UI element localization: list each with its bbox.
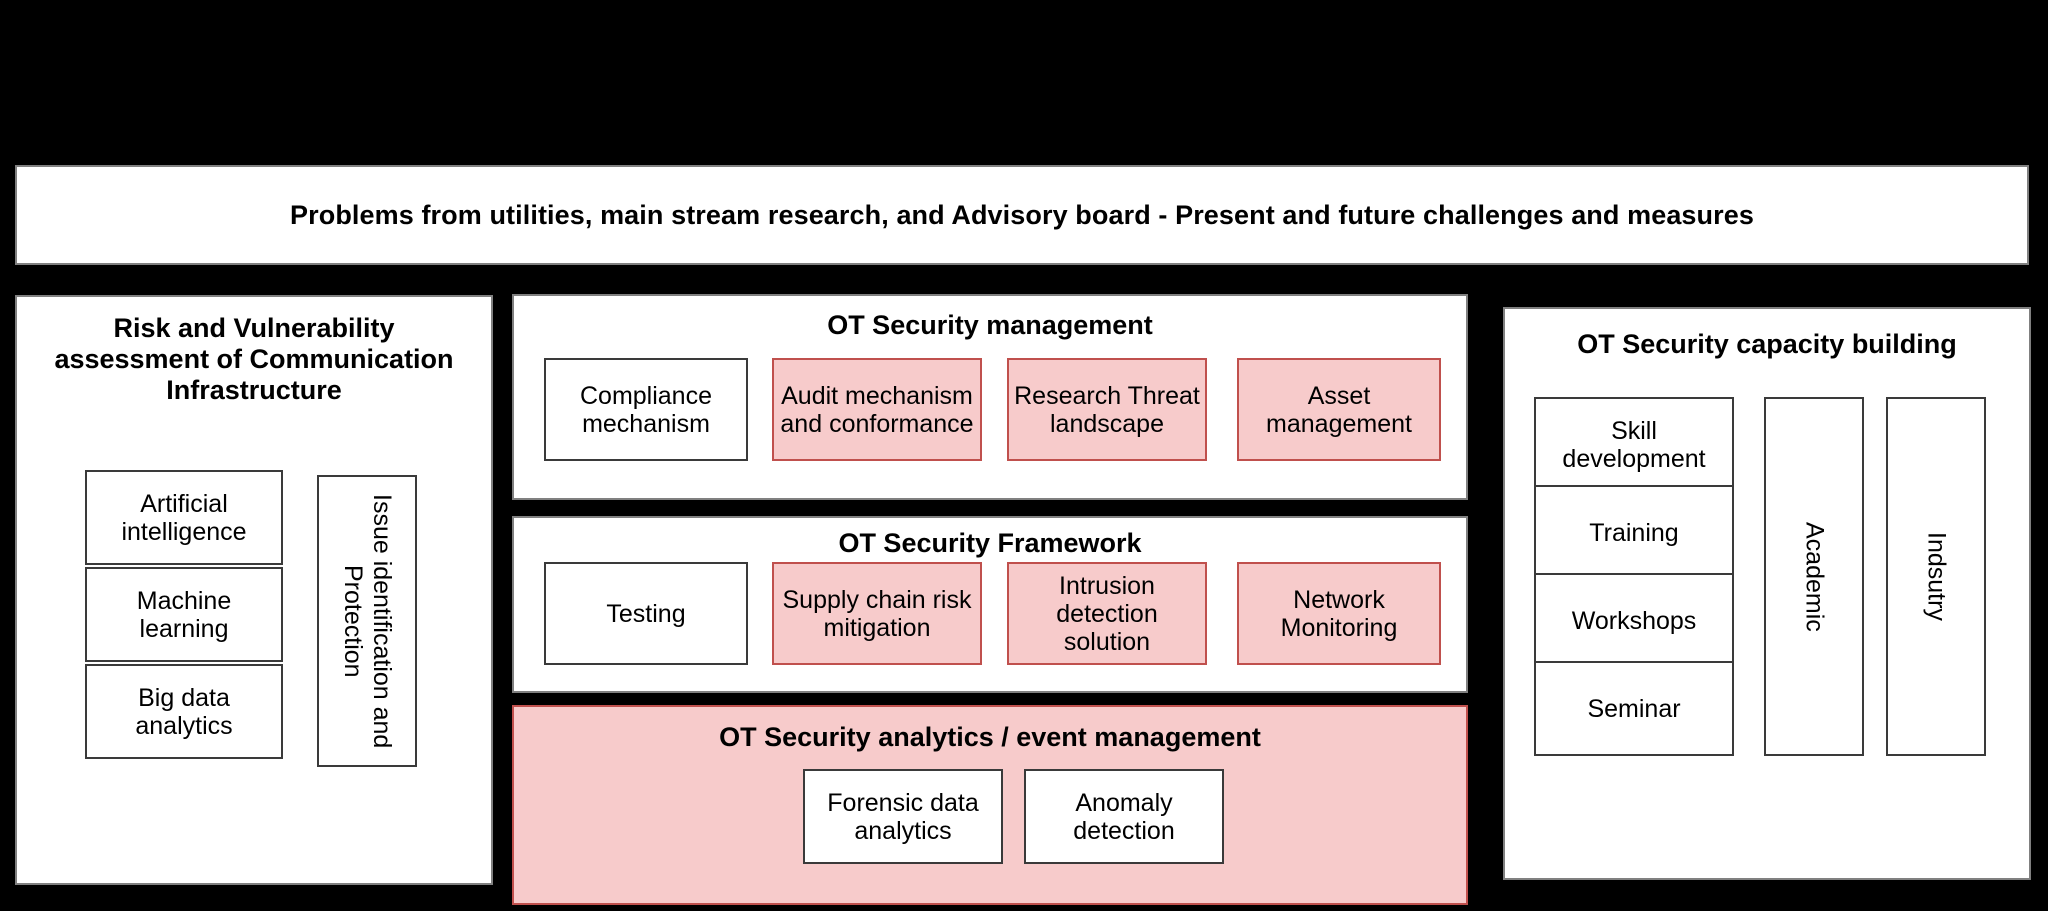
node-issue-identification-and-protection[interactable]: Issue identification and Protection [317, 475, 417, 767]
vertical-text-wrapper: Issue identification and Protection [319, 477, 415, 765]
node-academic[interactable]: Academic [1764, 397, 1864, 756]
node-workshops[interactable]: Workshops [1534, 573, 1734, 668]
node-label: Indsutry [1922, 532, 1951, 621]
header-banner-text: Problems from utilities, main stream res… [290, 199, 1754, 230]
node-artificial-intelligence[interactable]: Artificial intelligence [85, 470, 283, 565]
panel-ot-security-framework: OT Security Framework Testing Supply cha… [512, 516, 1468, 693]
node-label: Training [1589, 518, 1679, 547]
panel-ot-security-framework-title: OT Security Framework [838, 528, 1142, 558]
panel-risk-vulnerability-title: Risk and Vulnerability assessment of Com… [54, 313, 454, 406]
header-banner: Problems from utilities, main stream res… [15, 165, 2029, 265]
node-label: Supply chain risk mitigation [782, 585, 972, 642]
node-label: Audit mechanism and conformance [780, 381, 974, 438]
panel-capacity-building-title: OT Security capacity building [1577, 329, 1957, 359]
node-supply-chain-risk-mitigation[interactable]: Supply chain risk mitigation [772, 562, 982, 665]
node-asset-management[interactable]: Asset management [1237, 358, 1441, 461]
node-network-monitoring[interactable]: Network Monitoring [1237, 562, 1441, 665]
node-label: Artificial intelligence [121, 489, 247, 546]
node-label: Big data analytics [135, 683, 233, 740]
node-label: Intrusion detection solution [1056, 571, 1158, 656]
panel-ot-security-management: OT Security management Compliance mechan… [512, 294, 1468, 500]
node-machine-learning[interactable]: Machine learning [85, 567, 283, 662]
node-indsutry[interactable]: Indsutry [1886, 397, 1986, 756]
node-label: Network Monitoring [1280, 585, 1398, 642]
node-label: Academic [1800, 521, 1829, 632]
vertical-text-wrapper: Indsutry [1888, 399, 1984, 754]
node-audit-mechanism-and-conformance[interactable]: Audit mechanism and conformance [772, 358, 982, 461]
node-intrusion-detection-solution[interactable]: Intrusion detection solution [1007, 562, 1207, 665]
node-label: Machine learning [136, 586, 232, 643]
node-label: Issue identification and Protection [339, 493, 396, 749]
node-label: Seminar [1587, 694, 1681, 723]
node-label: Asset management [1266, 381, 1412, 438]
node-forensic-data-analytics[interactable]: Forensic data analytics [803, 769, 1003, 864]
node-research-threat-landscape[interactable]: Research Threat landscape [1007, 358, 1207, 461]
panel-risk-vulnerability: Risk and Vulnerability assessment of Com… [15, 295, 493, 885]
node-anomaly-detection[interactable]: Anomaly detection [1024, 769, 1224, 864]
node-testing[interactable]: Testing [544, 562, 748, 665]
panel-ot-security-management-title: OT Security management [827, 310, 1153, 340]
node-compliance-mechanism[interactable]: Compliance mechanism [544, 358, 748, 461]
node-label: Compliance mechanism [579, 381, 712, 438]
node-training[interactable]: Training [1534, 485, 1734, 580]
node-label: Skill development [1562, 416, 1706, 473]
vertical-text-wrapper: Academic [1766, 399, 1862, 754]
node-seminar[interactable]: Seminar [1534, 661, 1734, 756]
node-label: Research Threat landscape [1014, 381, 1200, 438]
node-big-data-analytics[interactable]: Big data analytics [85, 664, 283, 759]
node-label: Testing [606, 599, 686, 628]
panel-capacity-building: OT Security capacity building Skill deve… [1503, 307, 2031, 880]
node-skill-development[interactable]: Skill development [1534, 397, 1734, 492]
node-label: Forensic data analytics [827, 788, 979, 845]
panel-ot-security-analytics-title: OT Security analytics / event management [719, 722, 1261, 752]
node-label: Anomaly detection [1073, 788, 1175, 845]
panel-ot-security-analytics: OT Security analytics / event management… [512, 705, 1468, 905]
node-label: Workshops [1571, 606, 1697, 635]
